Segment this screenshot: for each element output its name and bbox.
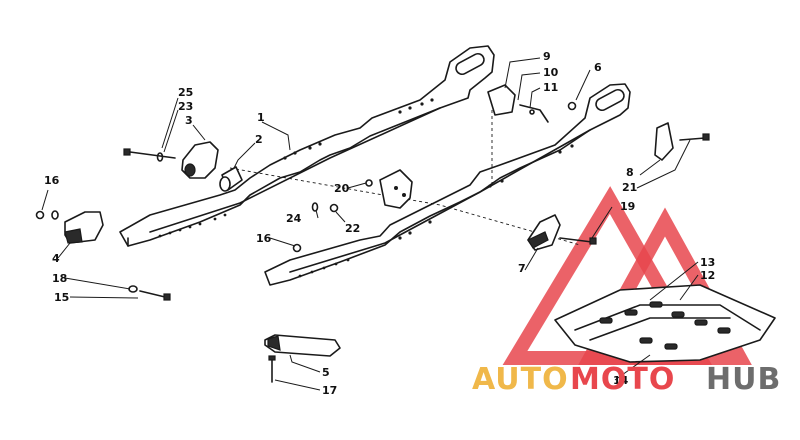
watermark-word-hub: HUB [706, 362, 781, 397]
callout-14: 14 [613, 374, 629, 387]
callout-2: 2 [255, 133, 263, 146]
callout-6: 6 [594, 61, 602, 74]
idler-bracket [181, 141, 219, 179]
nut-22 [329, 203, 339, 213]
bolt-25 [123, 148, 176, 162]
callout-7: 7 [518, 262, 526, 275]
callout-17: 17 [322, 384, 337, 397]
callout-1: 1 [257, 111, 265, 124]
bolt-21 [679, 133, 710, 141]
callout-labels: 1 2 3 4 5 6 7 8 9 10 11 12 13 14 15 16 1… [44, 50, 715, 397]
watermark-wordmark: AUTO MOTO HUB [472, 362, 781, 397]
bolt-15 [128, 285, 171, 301]
hitch-block [487, 84, 549, 123]
callout-11: 11 [543, 81, 558, 94]
callout-9: 9 [543, 50, 551, 63]
nut-20 [365, 179, 373, 187]
hyfax-assembly [554, 284, 776, 363]
callout-25: 25 [178, 86, 193, 99]
callout-16-left: 16 [44, 174, 60, 187]
callout-12: 12 [700, 269, 715, 282]
callout-19: 19 [620, 200, 635, 213]
front-block [64, 211, 104, 244]
watermark-word-moto: MOTO [570, 362, 675, 397]
rail-holes [158, 98, 434, 238]
callout-16-right: 16 [256, 232, 272, 245]
rear-bracket [654, 122, 674, 161]
callout-23: 23 [178, 100, 193, 113]
bolt-19 [559, 237, 597, 245]
screw-17 [268, 355, 276, 383]
spacer-sleeve [219, 166, 243, 192]
rear-block [527, 214, 561, 251]
callout-24: 24 [286, 212, 302, 225]
callout-20: 20 [334, 182, 350, 195]
callout-4: 4 [52, 252, 60, 265]
left-slide-rail [119, 45, 495, 247]
callout-8: 8 [626, 166, 634, 179]
hyfax-pads [599, 301, 731, 350]
washer-24 [311, 202, 319, 212]
callout-22: 22 [345, 222, 360, 235]
nut-16-left [35, 210, 45, 220]
nut-6 [567, 101, 577, 111]
nut-16-right [292, 243, 302, 253]
callout-3: 3 [185, 114, 193, 127]
washer-left [51, 210, 59, 220]
center-bracket [379, 169, 413, 209]
callout-10: 10 [543, 66, 559, 79]
callout-15: 15 [54, 291, 69, 304]
leader-lines [41, 57, 699, 391]
wear-bar [264, 334, 341, 357]
callout-18: 18 [52, 272, 67, 285]
right-slide-rail [264, 83, 631, 286]
callout-21: 21 [622, 181, 637, 194]
rail-holes-right [298, 144, 574, 278]
watermark-word-auto: AUTO [472, 362, 569, 397]
callout-5: 5 [322, 366, 330, 379]
callout-13: 13 [700, 256, 715, 269]
